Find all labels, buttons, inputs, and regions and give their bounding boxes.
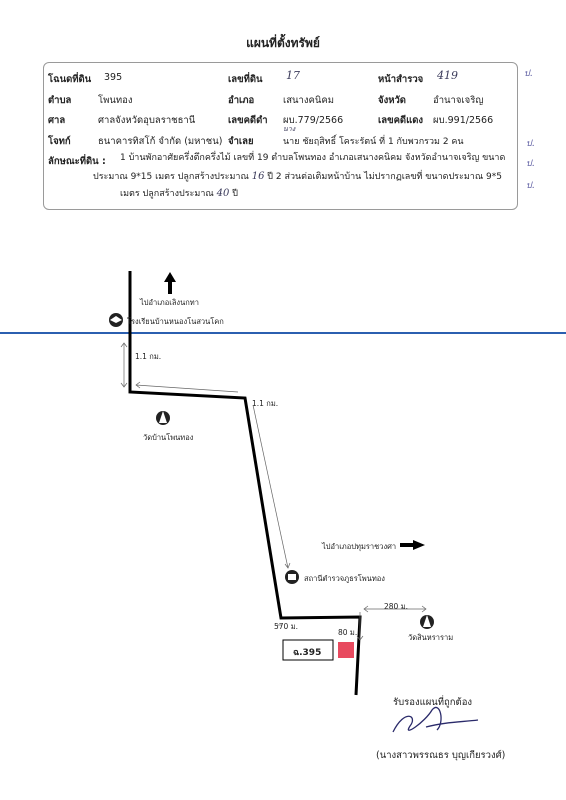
court-value: ศาลจังหวัดอุบลราชธานี xyxy=(98,115,196,126)
distance-arrows xyxy=(120,342,427,641)
subdistrict-label: ตำบล xyxy=(48,95,72,106)
desc-years-2: 40 xyxy=(216,188,230,199)
land-char-label: ลักษณะที่ดิน : xyxy=(48,156,106,167)
property-info-box xyxy=(43,62,518,210)
plot-marker xyxy=(338,642,354,658)
defendant-label: จำเลย xyxy=(228,136,254,147)
land-no-label: เลขที่ดิน xyxy=(228,74,263,85)
district-value: เสนางคนิคม xyxy=(283,95,334,106)
desc-line-2: ประมาณ 9*15 เมตร ปลูกสร้างประมาณ 16 ปี 2… xyxy=(93,171,503,182)
survey-page-label: หน้าสำรวจ xyxy=(378,74,424,85)
temple-1-label: วัดบ้านโพนทอง xyxy=(143,433,194,442)
red-case-value: ผบ.991/2566 xyxy=(433,115,494,126)
survey-page-value: 419 xyxy=(437,69,458,82)
margin-mark-1: ป. xyxy=(524,69,533,79)
distance-1-label: 1.1 กม. xyxy=(135,352,162,361)
plot-label-box xyxy=(282,639,334,661)
margin-mark-3: ป. xyxy=(526,159,535,169)
police-label: สถานีตำรวจภูธรโพนทอง xyxy=(304,574,385,583)
page-title: แผนที่ตั้งทรัพย์ xyxy=(246,36,320,50)
temple-2-label: วัดสินหราราม xyxy=(408,633,454,642)
main-road xyxy=(128,271,362,696)
plaintiff-value: ธนาคารทิสโก้ จำกัด (มหาชน) xyxy=(98,136,223,147)
east-arrow-icon xyxy=(400,540,425,550)
land-no-value: 17 xyxy=(286,69,300,82)
temple-icon xyxy=(156,411,170,425)
plot-label: ฉ.395 xyxy=(293,648,322,658)
desc-line-3: เมตร ปลูกสร้างประมาณ 40 ปี xyxy=(120,188,238,199)
signature-mark xyxy=(392,707,479,733)
to-north-label: ไปอำเภอเลิงนกทา xyxy=(140,298,199,307)
margin-mark-2: ป. xyxy=(526,139,535,149)
desc-years-1: 16 xyxy=(251,171,265,182)
police-station-icon xyxy=(285,570,299,584)
distance-570-label: 570 ม. xyxy=(274,622,299,631)
deed-value: 395 xyxy=(104,72,123,83)
plaintiff-label: โจทก์ xyxy=(48,136,71,147)
red-case-label: เลขคดีแดง xyxy=(378,115,424,126)
to-east-label: ไปอำเภอปทุมราชวงศา xyxy=(322,542,397,551)
margin-mark-4: ป. xyxy=(526,181,535,191)
distance-2-label: 1.1 กม. xyxy=(252,399,279,408)
deed-label: โฉนดที่ดิน xyxy=(48,74,92,85)
court-label: ศาล xyxy=(48,115,66,126)
signer-name: (นางสาวพรรณธร บุญเกียรวงศ์) xyxy=(376,750,506,761)
province-value: อำนาจเจริญ xyxy=(433,95,484,106)
north-arrow-icon xyxy=(164,272,176,294)
black-case-label: เลขคดีดำ xyxy=(228,115,268,126)
district-label: อำเภอ xyxy=(228,95,255,106)
desc-line-1: 1 บ้านพักอาศัยครึ่งตึกครึ่งไม้ เลขที่ 19… xyxy=(120,153,506,163)
subdistrict-value: โพนทอง xyxy=(98,95,133,106)
defendant-value: นาย ชัยฤสิทธิ์ โคระรัตน์ ที่ 1 กับพวกรวม… xyxy=(283,137,464,147)
handwritten-insert: นาง xyxy=(283,125,296,133)
temple-icon xyxy=(420,615,434,629)
province-label: จังหวัด xyxy=(378,95,406,106)
black-case-value: ผบ.779/2566 xyxy=(283,115,344,126)
certify-text: รับรองแผนที่ถูกต้อง xyxy=(393,697,473,708)
school-icon xyxy=(109,313,123,327)
distance-80-label: 80 ม. xyxy=(338,628,358,637)
distance-280-label: 280 ม. xyxy=(384,602,409,611)
school-label: โรงเรียนบ้านหนองโนสวนโคก xyxy=(127,317,224,326)
